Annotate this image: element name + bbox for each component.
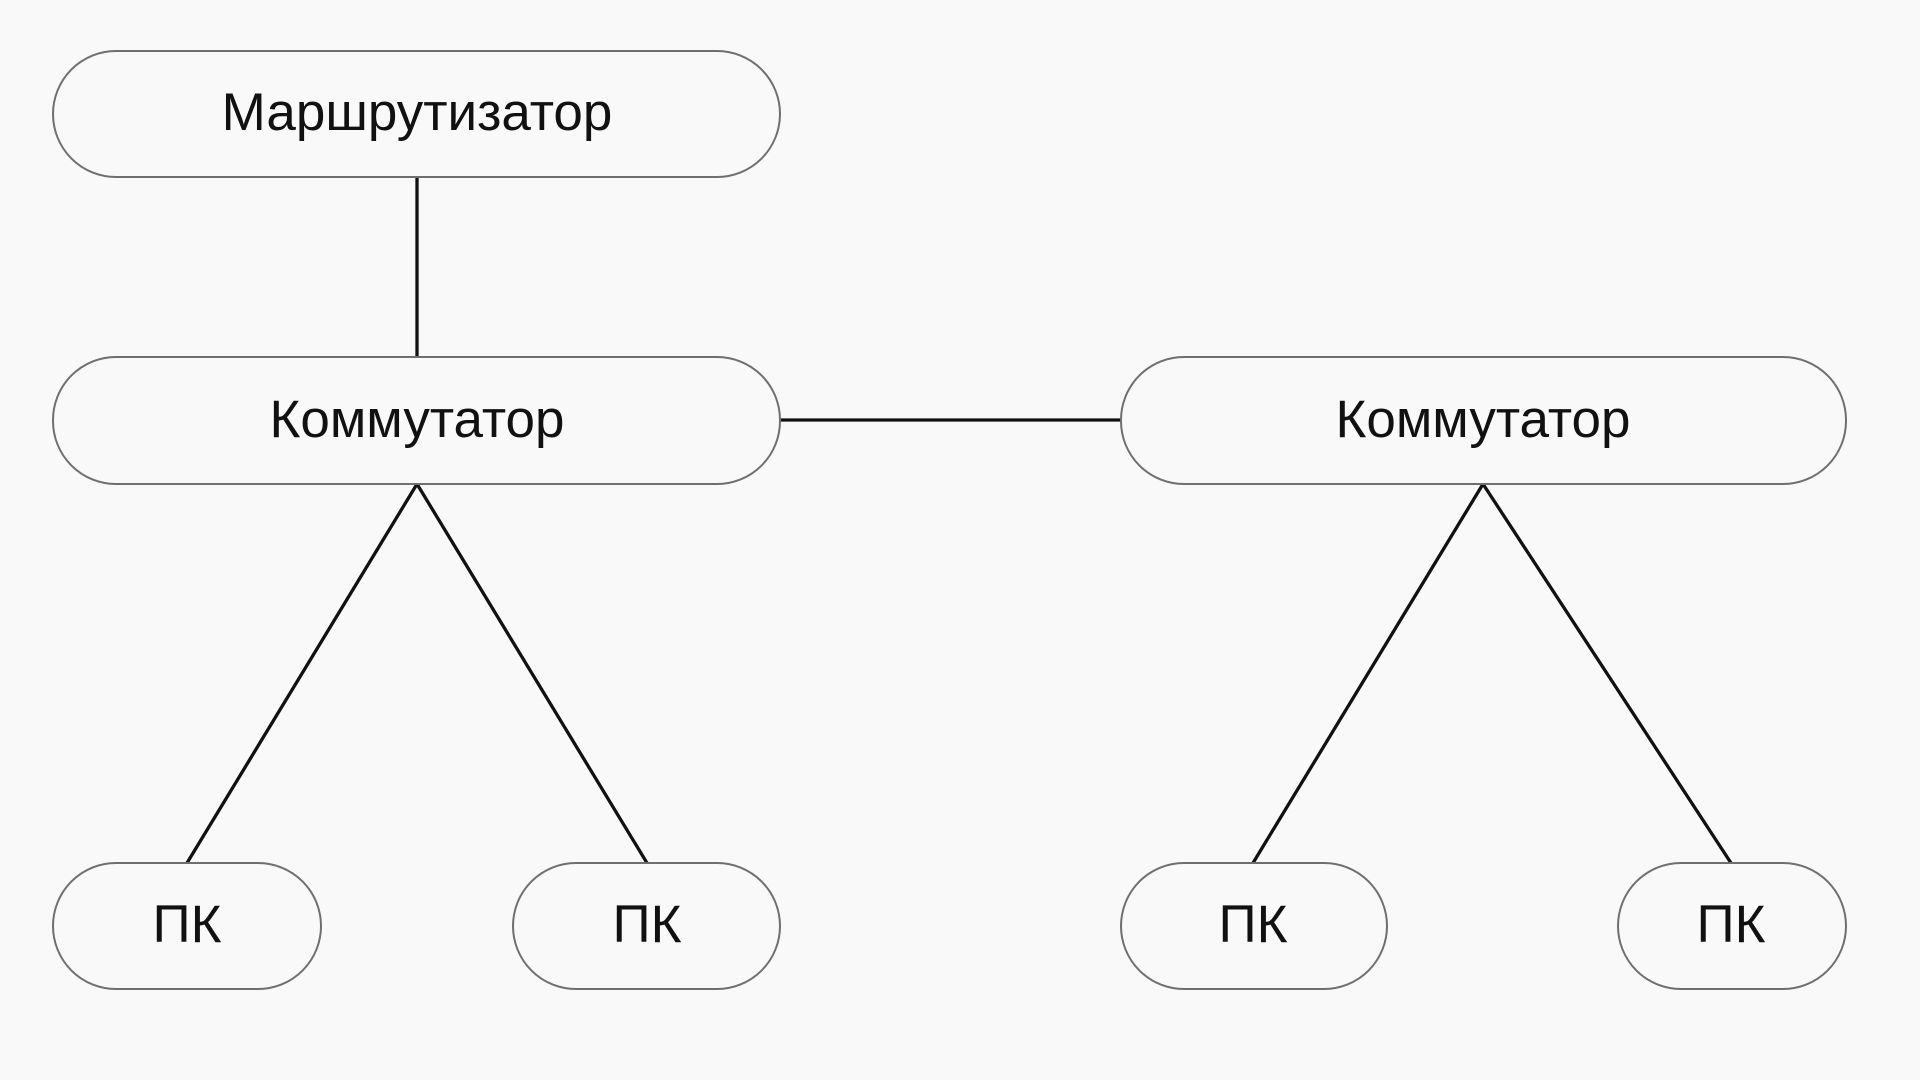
switch-right-label: Коммутатор xyxy=(1336,390,1631,449)
switch-right-node: Коммутатор xyxy=(1120,356,1847,485)
edge-switch-left-pc-2 xyxy=(415,483,649,864)
pc-node-1: ПК xyxy=(52,862,322,990)
router-node: Маршрутизатор xyxy=(52,50,781,178)
switch-left-label: Коммутатор xyxy=(270,390,565,449)
edge-switch-right-pc-3 xyxy=(1251,483,1485,864)
pc-label-2: ПК xyxy=(613,895,682,954)
edge-switch-right-pc-4 xyxy=(1481,483,1733,864)
edge-switch-left-pc-1 xyxy=(185,483,419,864)
pc-label-3: ПК xyxy=(1219,895,1288,954)
switch-left-node: Коммутатор xyxy=(52,356,781,485)
pc-label-1: ПК xyxy=(153,895,222,954)
pc-label-4: ПК xyxy=(1697,895,1766,954)
pc-node-4: ПК xyxy=(1617,862,1847,990)
router-label: Маршрутизатор xyxy=(222,83,613,142)
pc-node-2: ПК xyxy=(512,862,781,990)
pc-node-3: ПК xyxy=(1120,862,1388,990)
connectors xyxy=(185,177,1733,864)
